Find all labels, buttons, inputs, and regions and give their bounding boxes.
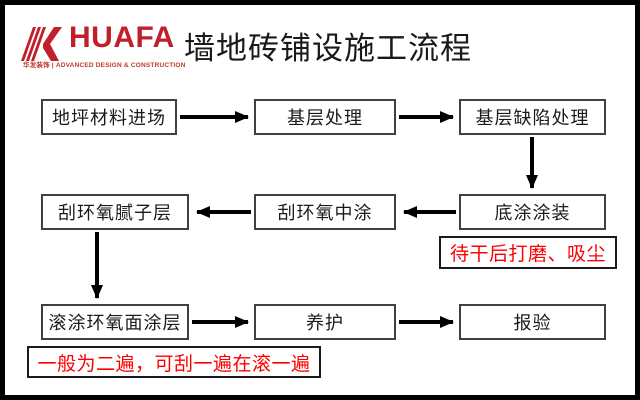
flow-node-epoxy-putty-layer: 刮环氧腻子层: [41, 194, 189, 230]
flow-node-curing: 养护: [254, 304, 396, 340]
huafa-logo: HUAFA 华发装饰 | ADVANCED DESIGN & CONSTRUCT…: [19, 19, 185, 71]
slide-title: 墙地砖铺设施工流程: [184, 31, 472, 66]
flow-node-material-arrival: 地坪材料进场: [41, 99, 177, 135]
annotation-sand-vacuum: 待干后打磨、吸尘: [439, 236, 617, 269]
annotation-two-coats: 一般为二遍，可刮一遍在滚一遍: [27, 346, 321, 378]
flow-node-base-defect-treatment: 基层缺陷处理: [459, 99, 606, 135]
flow-node-base-treatment: 基层处理: [254, 99, 396, 135]
logo-tagline-text: 华发装饰 | ADVANCED DESIGN & CONSTRUCTION: [23, 62, 186, 69]
flow-node-inspection: 报验: [459, 304, 606, 340]
flow-node-primer-coating: 底涂涂装: [459, 194, 606, 230]
flow-node-epoxy-top-coat: 滚涂环氧面涂层: [41, 304, 189, 340]
logo-brand-text: HUAFA: [69, 21, 175, 54]
huafa-k-icon: [21, 27, 62, 61]
flow-node-epoxy-mid-coat: 刮环氧中涂: [254, 194, 396, 230]
